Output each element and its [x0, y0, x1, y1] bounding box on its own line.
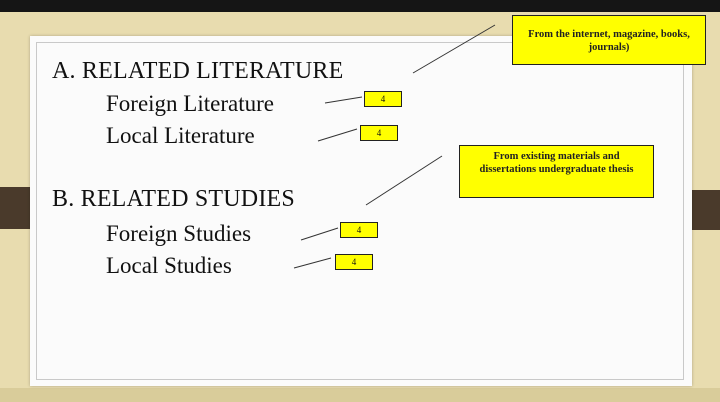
background-strip [0, 388, 720, 402]
local-literature-label: Local Literature [106, 123, 255, 148]
connector-line-local-studies [293, 257, 332, 269]
foreign-literature-label: Foreign Literature [106, 91, 274, 116]
connector-line-section-b [365, 155, 443, 206]
section-b-heading: B. RELATED STUDIES [52, 186, 295, 212]
foreign-studies-badge: 4 [340, 222, 378, 238]
connector-line-local-literature [317, 128, 358, 142]
section-a-heading: A. RELATED LITERATURE [52, 58, 344, 84]
local-studies-label: Local Studies [106, 253, 232, 278]
connector-line-foreign-literature [324, 96, 363, 104]
literature-sources-note: From the internet, magazine, books, jour… [512, 15, 706, 65]
top-bar [0, 0, 720, 12]
connector-line-foreign-studies [300, 227, 339, 241]
foreign-studies-label: Foreign Studies [106, 221, 252, 246]
foreign-literature-badge: 4 [364, 91, 402, 107]
local-studies-badge: 4 [335, 254, 373, 270]
slide-panel [30, 36, 692, 386]
local-literature-badge: 4 [360, 125, 398, 141]
connector-line-section-a [412, 24, 496, 74]
studies-sources-note: From existing materials and dissertation… [459, 145, 654, 198]
